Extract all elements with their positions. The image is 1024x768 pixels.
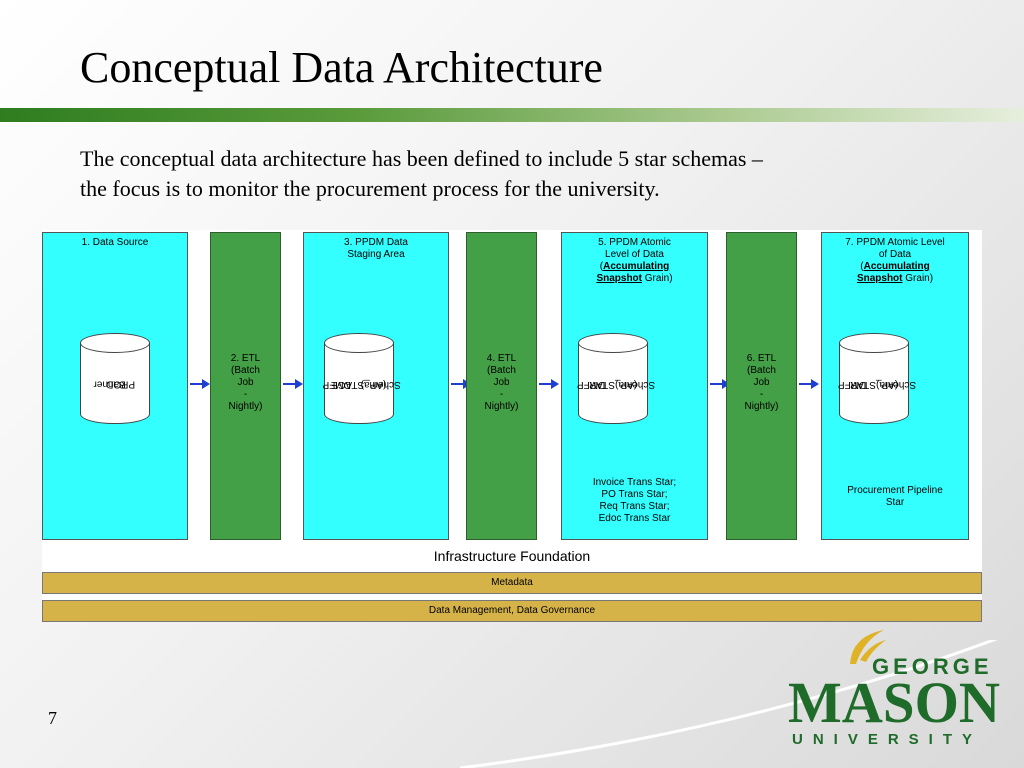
ap-star-database-icon: DMFP (AP_STAR Schema) <box>577 333 655 424</box>
slide-title: Conceptual Data Architecture <box>80 43 603 92</box>
etl-batch-job-box-4: 4. ETL (Batch Job - Nightly) <box>466 232 537 540</box>
logo-mason: MASON <box>788 670 1000 735</box>
arrow-icon <box>190 379 210 389</box>
data-source-box: 1. Data Source Banner PROD <box>42 232 188 540</box>
decorative-swoosh <box>460 640 998 768</box>
arrow-icon <box>799 379 819 389</box>
arrow-icon <box>539 379 559 389</box>
ap-star-database-icon: DMFP (AP_STAR Schema) <box>838 333 916 424</box>
intro-line-2: the focus is to monitor the procurement … <box>80 176 660 201</box>
etl-batch-job-box-2: 2. ETL (Batch Job - Nightly) <box>210 232 281 540</box>
atomic-5-label: 5. PPDM Atomic Level of Data (Accumulati… <box>596 237 673 284</box>
page-number: 7 <box>48 708 57 728</box>
logo-university: UNIVERSITY <box>792 731 982 748</box>
atomic-7-label: 7. PPDM Atomic Level of Data (Accumulati… <box>845 237 945 284</box>
intro-line-1: The conceptual data architecture has bee… <box>80 146 763 171</box>
atomic-data-box-5: 5. PPDM Atomic Level of Data (Accumulati… <box>561 232 708 540</box>
metadata-band: Metadata <box>42 572 982 594</box>
ap-stage-database-icon: DMFP (AP_STAGE Schema) <box>323 333 401 424</box>
logo-george: GEORGE <box>872 654 993 679</box>
title-underline-bar <box>0 108 1024 122</box>
atomic-7-star-list: Procurement Pipeline Star <box>847 485 943 508</box>
atomic-5-star-list: Invoice Trans Star; PO Trans Star; Req T… <box>592 477 677 524</box>
data-source-label: 1. Data Source <box>81 237 149 248</box>
staging-area-box: 3. PPDM Data Staging Area DMFP (AP_STAGE… <box>303 232 449 540</box>
george-mason-university-logo: GEORGE MASON UNIVERSITY <box>788 630 1000 748</box>
infrastructure-foundation-label: Infrastructure Foundation <box>433 548 591 564</box>
etl-2-label: 2. ETL (Batch Job - Nightly) <box>228 353 263 412</box>
staging-area-label: 3. PPDM Data Staging Area <box>344 237 408 260</box>
data-governance-band: Data Management, Data Governance <box>42 600 982 622</box>
arrow-icon <box>283 379 303 389</box>
logo-flame-icon <box>850 630 884 664</box>
banner-prod-database-icon: Banner PROD <box>80 333 150 424</box>
atomic-data-box-7: 7. PPDM Atomic Level of Data (Accumulati… <box>821 232 969 540</box>
etl-4-label: 4. ETL (Batch Job - Nightly) <box>484 353 519 412</box>
intro-text: The conceptual data architecture has bee… <box>80 144 980 204</box>
cyl-text-2: PROD <box>106 378 135 390</box>
etl-batch-job-box-6: 6. ETL (Batch Job - Nightly) <box>726 232 797 540</box>
etl-6-label: 6. ETL (Batch Job - Nightly) <box>744 353 779 412</box>
architecture-diagram: 1. Data Source Banner PROD 2. ETL (Batch… <box>42 230 982 622</box>
